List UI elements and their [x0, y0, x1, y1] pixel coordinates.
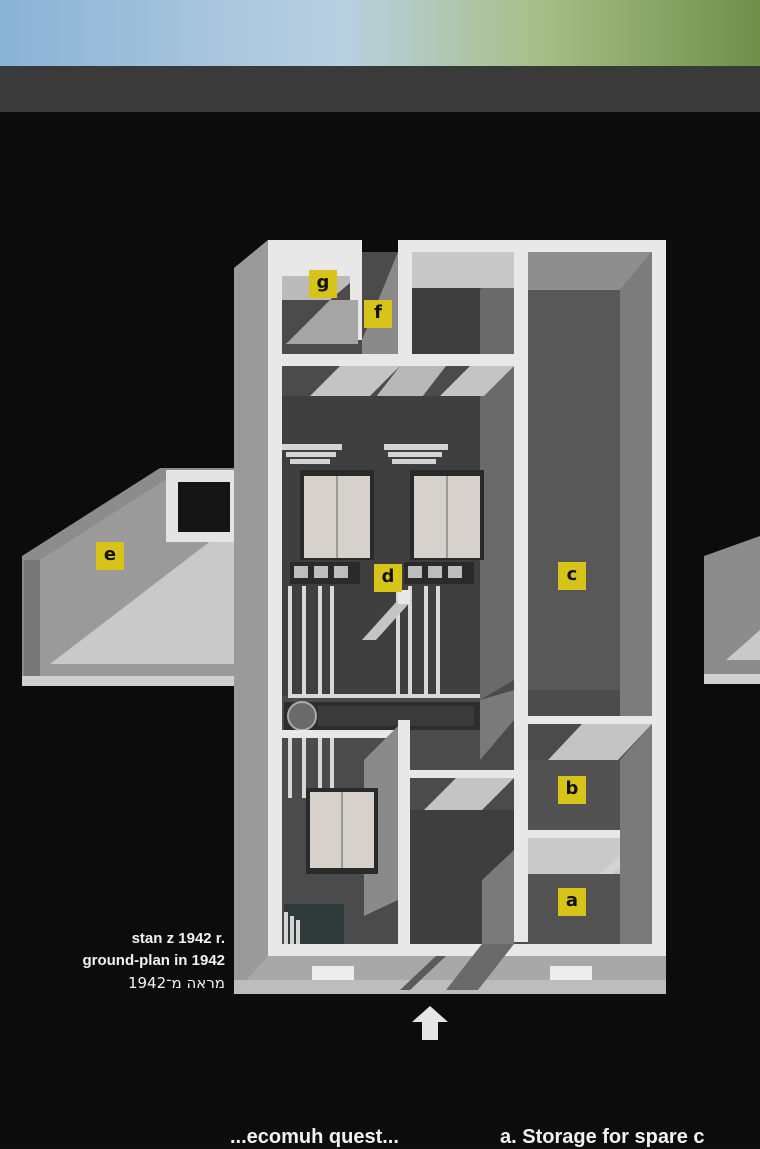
label-g: g	[309, 270, 337, 298]
label-d: d	[374, 564, 402, 592]
sign-frame	[0, 66, 760, 112]
footer-text-left: ...ecomuh quest...	[230, 1126, 399, 1148]
caption-polish: stan z 1942 r.	[131, 930, 225, 947]
plan-caption: stan z 1942 r. ground-plan in 1942 מראה …	[82, 928, 225, 994]
label-e: e	[96, 542, 124, 570]
sky-background	[0, 0, 760, 70]
caption-english: ground-plan in 1942	[82, 952, 225, 969]
main-building	[234, 240, 666, 994]
label-a: a	[558, 888, 586, 916]
label-f: f	[364, 300, 392, 328]
entrance-arrow-icon	[412, 1006, 448, 1040]
label-c: c	[558, 562, 586, 590]
annex-e	[22, 468, 242, 686]
footer-text-right: a. Storage for spare c	[500, 1126, 705, 1148]
caption-hebrew: מראה מ־1942	[127, 974, 225, 992]
label-b: b	[558, 776, 586, 804]
annex-right-partial	[704, 536, 760, 684]
